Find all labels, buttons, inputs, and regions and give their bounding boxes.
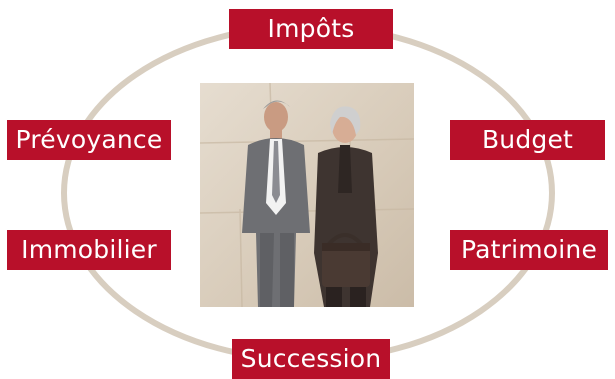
label-patrimoine: Patrimoine (450, 230, 608, 270)
couple-photo-image (200, 83, 414, 307)
label-prevoyance: Prévoyance (7, 120, 171, 160)
label-budget: Budget (450, 120, 605, 160)
label-succession: Succession (232, 339, 390, 379)
couple-photo (200, 83, 414, 307)
label-immobilier: Immobilier (7, 230, 171, 270)
label-impots: Impôts (229, 9, 393, 49)
